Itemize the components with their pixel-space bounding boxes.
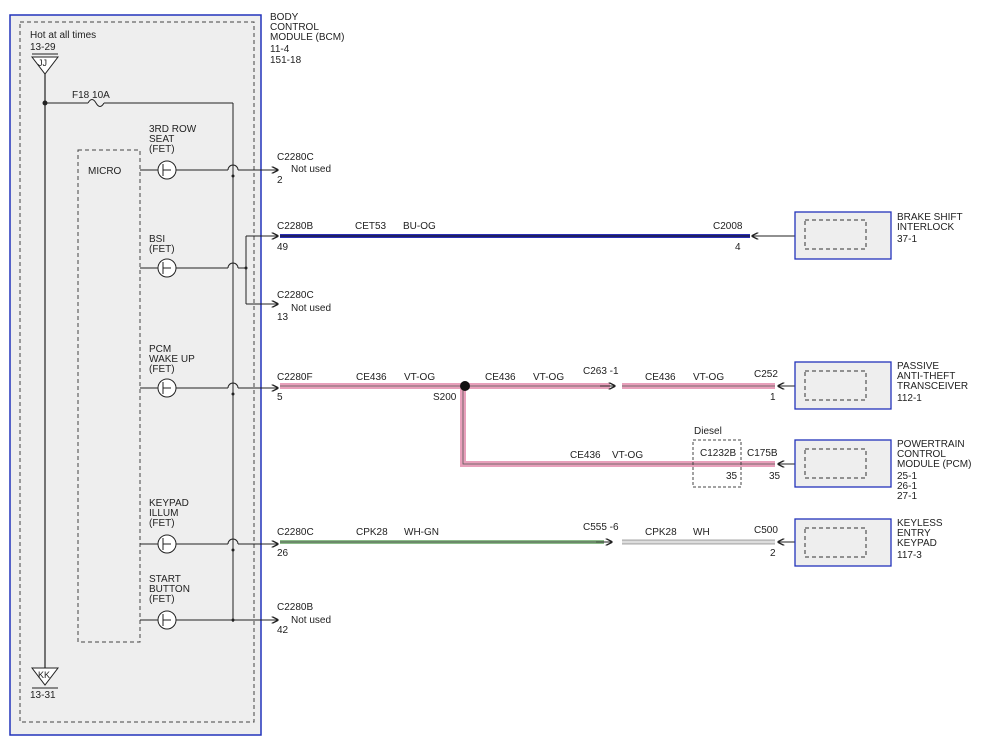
bcm-title-line-5: 151-18 <box>270 55 302 66</box>
brake-shift-label-1: BRAKE SHIFT <box>897 212 963 223</box>
circuit-ce436-code-4: CE436 <box>570 450 601 461</box>
anti-theft-label-3: TRANSCEIVER <box>897 381 968 392</box>
micro-dashed-box <box>77 149 141 643</box>
fuse-f18 <box>87 99 105 107</box>
kk-connector-label: KK <box>38 670 50 680</box>
fet-label-bsi-2: (FET) <box>149 244 175 255</box>
jj-connector-label: JJ <box>38 58 47 68</box>
c555-connector: C555 -6 <box>583 522 619 533</box>
anti-theft-label-1: PASSIVE <box>897 361 939 372</box>
pin-c2280c-2-note: Not used <box>291 164 331 175</box>
brake-shift-label-2: INTERLOCK <box>897 222 955 233</box>
keypad-label-4: 117-3 <box>897 550 922 561</box>
circuit-cpk28-code-2: CPK28 <box>645 527 677 538</box>
circuit-cpk28-code-1: CPK28 <box>356 527 388 538</box>
fet-label-3rd-row-3: (FET) <box>149 144 175 155</box>
circuit-ce436-color-4: VT-OG <box>612 450 643 461</box>
pcm-label-3: MODULE (PCM) <box>897 459 971 470</box>
keypad-label-2: ENTRY <box>897 528 931 539</box>
fet-label-3rd-row-2: SEAT <box>149 134 174 145</box>
fet-label-pcm-3: (FET) <box>149 364 175 375</box>
kk-connector-triangle <box>30 667 60 686</box>
splice-s200-label: S200 <box>433 392 457 403</box>
pcm-label-5: 26-1 <box>897 481 917 492</box>
c500-connector: C500 <box>754 525 778 536</box>
pin-c2280c-13-note: Not used <box>291 303 331 314</box>
hot-ref: 13-29 <box>30 42 56 53</box>
passive-anti-theft-box <box>794 361 892 410</box>
bcm-module-box <box>9 14 262 736</box>
pcm-label-4: 25-1 <box>897 471 917 482</box>
circuit-ce436-color-2: VT-OG <box>533 372 564 383</box>
circuit-ce436-code-1: CE436 <box>356 372 387 383</box>
pin-c2280c-2-number: 2 <box>277 175 283 186</box>
pin-c2280f-5-number: 5 <box>277 392 283 403</box>
hot-label: Hot at all times <box>30 30 96 41</box>
c175b-connector: C175B <box>747 448 778 459</box>
pcm-label-6: 27-1 <box>897 491 917 502</box>
circuit-cet53-code: CET53 <box>355 221 387 232</box>
fet-label-keypad-3: (FET) <box>149 518 175 529</box>
jj-connector-triangle <box>30 56 60 75</box>
fet-label-pcm-2: WAKE UP <box>149 354 195 365</box>
pin-c2280c-13-number: 13 <box>277 312 289 323</box>
fet-label-pcm-1: PCM <box>149 344 171 355</box>
anti-theft-label-4: 112-1 <box>897 393 922 404</box>
diesel-label: Diesel <box>694 426 722 437</box>
brake-shift-interlock-box <box>794 211 892 260</box>
pin-c2280b-49-connector: C2280B <box>277 221 313 232</box>
kk-ref: 13-31 <box>30 690 56 701</box>
circuit-ce436-code-2: CE436 <box>485 372 516 383</box>
c1232b-connector: C1232B <box>700 448 736 459</box>
pin-c2280c-26-connector: C2280C <box>277 527 314 538</box>
c2008-pin: 4 <box>735 242 741 253</box>
c1232b-pin: 35 <box>726 471 738 482</box>
pcm-label-1: POWERTRAIN <box>897 439 965 450</box>
circuit-ce436-color-1: VT-OG <box>404 372 435 383</box>
keypad-label-1: KEYLESS <box>897 518 943 529</box>
anti-theft-label-2: ANTI-THEFT <box>897 371 955 382</box>
c252-connector: C252 <box>754 369 778 380</box>
brake-shift-label-3: 37-1 <box>897 234 917 245</box>
pin-c2280b-42-number: 42 <box>277 625 289 636</box>
c500-pin: 2 <box>770 548 776 559</box>
pin-c2280b-49-number: 49 <box>277 242 289 253</box>
pin-c2280b-42-note: Not used <box>291 615 331 626</box>
circuit-cpk28-color-2: WH <box>693 527 710 538</box>
diesel-connector-box <box>692 439 742 488</box>
c263-connector: C263 -1 <box>583 366 619 377</box>
circuit-cpk28-color-1: WH-GN <box>404 527 439 538</box>
circuit-cet53-color: BU-OG <box>403 221 436 232</box>
bcm-title-line-1: BODY <box>270 12 299 23</box>
splice-s200 <box>460 381 470 391</box>
pin-c2280c-26-number: 26 <box>277 548 289 559</box>
circuit-ce436-code-3: CE436 <box>645 372 676 383</box>
fet-label-start-3: (FET) <box>149 594 175 605</box>
pin-c2280f-5-connector: C2280F <box>277 372 313 383</box>
pin-c2280c-13-connector: C2280C <box>277 290 314 301</box>
pcm-box <box>794 439 892 488</box>
fuse-label: F18 10A <box>72 90 110 101</box>
fet-label-start-1: START <box>149 574 181 585</box>
fet-label-keypad-2: ILLUM <box>149 508 178 519</box>
bcm-title-line-3: MODULE (BCM) <box>270 32 344 43</box>
pin-c2280c-2-connector: C2280C <box>277 152 314 163</box>
fet-label-keypad-1: KEYPAD <box>149 498 189 509</box>
c175b-pin: 35 <box>769 471 781 482</box>
bcm-title-line-2: CONTROL <box>270 22 319 33</box>
pin-c2280b-42-connector: C2280B <box>277 602 313 613</box>
fet-label-start-2: BUTTON <box>149 584 190 595</box>
pcm-label-2: CONTROL <box>897 449 946 460</box>
keypad-label-3: KEYPAD <box>897 538 937 549</box>
fet-label-3rd-row-1: 3RD ROW <box>149 124 197 135</box>
keyless-entry-keypad-box <box>794 518 892 567</box>
bcm-title-line-4: 11-4 <box>270 44 290 55</box>
c252-pin: 1 <box>770 392 776 403</box>
fet-label-bsi-1: BSI <box>149 234 165 245</box>
circuit-ce436-color-3: VT-OG <box>693 372 724 383</box>
c2008-connector: C2008 <box>713 221 743 232</box>
micro-label: MICRO <box>88 166 122 177</box>
bcm-inner-dashed-box <box>19 21 255 723</box>
